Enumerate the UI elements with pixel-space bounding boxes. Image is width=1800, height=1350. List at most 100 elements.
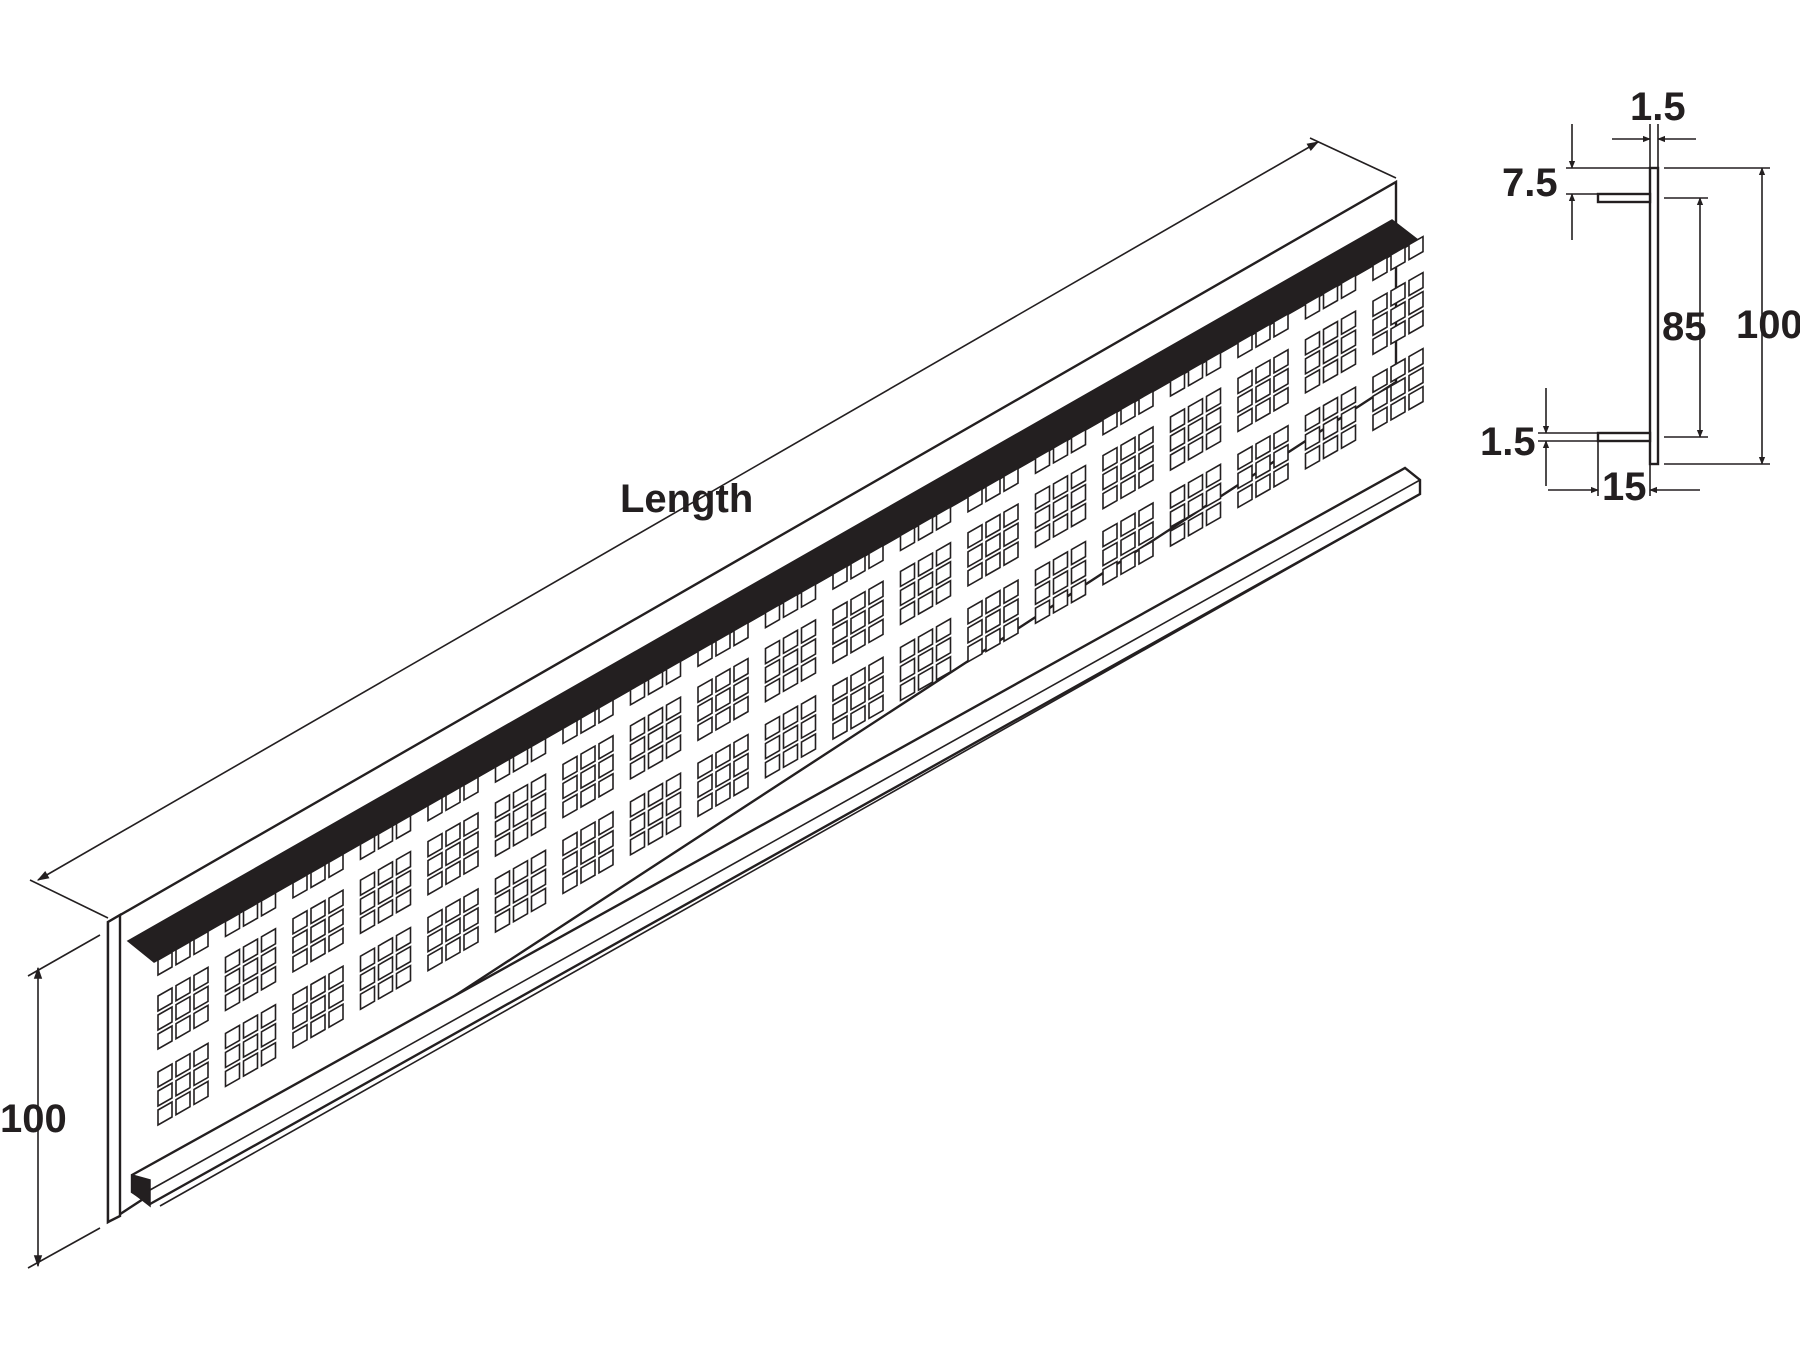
profile-depth-label: 15 xyxy=(1602,465,1647,509)
vent-hole xyxy=(463,887,479,914)
vent-hole xyxy=(292,1004,308,1031)
vent-hole xyxy=(224,1024,241,1050)
vent-hole xyxy=(310,937,326,963)
vent-hole xyxy=(292,985,308,1012)
vent-hole xyxy=(224,986,241,1012)
vent-hole xyxy=(242,1051,259,1078)
vent-hole xyxy=(175,1014,191,1041)
length-extension-right xyxy=(1309,137,1397,179)
vent-hole xyxy=(1408,271,1424,297)
vent-hole xyxy=(175,1052,191,1079)
vent-hole xyxy=(1390,319,1406,346)
vent-hole xyxy=(242,901,259,928)
vent-hole xyxy=(377,898,394,925)
vent-hole xyxy=(1340,423,1357,450)
vent-hole xyxy=(175,1090,191,1117)
vent-hole xyxy=(310,899,326,925)
vent-hole xyxy=(1390,395,1406,422)
vent-hole xyxy=(1340,309,1357,336)
profile-total-height-label: 100 xyxy=(1736,303,1800,347)
vent-hole xyxy=(1408,309,1424,335)
vent-hole xyxy=(427,908,443,934)
vent-hole xyxy=(395,888,412,914)
vent-hole xyxy=(193,930,209,956)
profile-bottom-lip xyxy=(1596,431,1652,443)
vent-hole xyxy=(242,1013,259,1040)
vent-hole xyxy=(463,925,479,952)
vent-hole xyxy=(292,1023,308,1050)
vent-hole xyxy=(260,1022,277,1049)
vent-hole xyxy=(157,1100,173,1127)
vent-hole xyxy=(1390,376,1406,403)
profile-lip-thickness-label: 1.5 xyxy=(1480,420,1536,464)
vent-hole xyxy=(377,879,394,906)
vent-hole xyxy=(1340,385,1357,412)
vent-hole xyxy=(175,976,191,1003)
vent-hole xyxy=(310,975,326,1001)
vent-hole xyxy=(494,907,511,934)
vent-hole xyxy=(359,965,376,992)
vent-hole xyxy=(157,1081,173,1108)
vent-hole xyxy=(395,926,412,952)
vent-hole xyxy=(377,936,394,963)
vent-hole xyxy=(1390,300,1406,327)
vent-hole xyxy=(445,916,461,943)
vent-hole xyxy=(193,985,209,1011)
vent-hole xyxy=(260,965,277,992)
vent-hole xyxy=(1408,235,1424,261)
vent-hole xyxy=(328,983,344,1010)
vent-hole xyxy=(328,907,344,934)
vent-hole xyxy=(1408,347,1424,373)
vent-hole xyxy=(1340,273,1357,300)
vent-hole xyxy=(1408,385,1424,411)
vent-hole xyxy=(175,995,191,1022)
vent-hole xyxy=(1340,328,1357,355)
vent-hole xyxy=(260,927,277,954)
vent-hole xyxy=(445,897,461,924)
vent-hole xyxy=(359,908,376,935)
vent-hole xyxy=(193,966,209,992)
vent-hole xyxy=(328,888,344,915)
vent-hole xyxy=(1322,284,1339,310)
vent-hole xyxy=(427,946,443,972)
vent-hole xyxy=(1322,415,1339,441)
vent-hole xyxy=(1372,291,1388,318)
vent-hole xyxy=(512,897,529,924)
vent-hole xyxy=(1322,320,1339,346)
vent-hole xyxy=(242,975,259,1002)
vent-hole xyxy=(1372,255,1388,282)
vent-hole xyxy=(175,940,191,967)
vent-hole xyxy=(395,964,412,990)
profile-inner-height-label: 85 xyxy=(1662,305,1707,349)
vent-hole xyxy=(463,906,479,933)
vent-hole xyxy=(157,1024,173,1051)
vent-hole xyxy=(1408,290,1424,316)
vent-hole xyxy=(1340,404,1357,431)
vent-hole xyxy=(377,955,394,982)
vent-hole xyxy=(260,946,277,973)
vent-hole xyxy=(494,888,511,915)
vent-hole xyxy=(260,1041,277,1068)
vent-hole xyxy=(224,1062,241,1088)
vent-hole xyxy=(193,1061,209,1087)
vent-hole xyxy=(175,1071,191,1098)
profile-top-lip xyxy=(1596,192,1652,204)
vent-hole xyxy=(1408,366,1424,392)
vent-hole xyxy=(1322,339,1339,365)
profile-plate xyxy=(1648,166,1660,466)
vent-hole xyxy=(157,950,173,977)
vent-hole xyxy=(328,1002,344,1029)
vent-hole xyxy=(1390,281,1406,308)
vent-hole xyxy=(1322,358,1339,384)
vent-hole xyxy=(359,889,376,916)
vent-hole xyxy=(260,1003,277,1030)
vent-hole xyxy=(1372,367,1388,394)
vent-hole xyxy=(427,927,443,953)
vent-hole xyxy=(377,974,394,1001)
vent-hole xyxy=(1372,405,1388,432)
vent-hole xyxy=(224,1043,241,1069)
vent-hole xyxy=(224,912,241,938)
vent-hole xyxy=(157,1062,173,1089)
vent-hole xyxy=(1372,386,1388,413)
